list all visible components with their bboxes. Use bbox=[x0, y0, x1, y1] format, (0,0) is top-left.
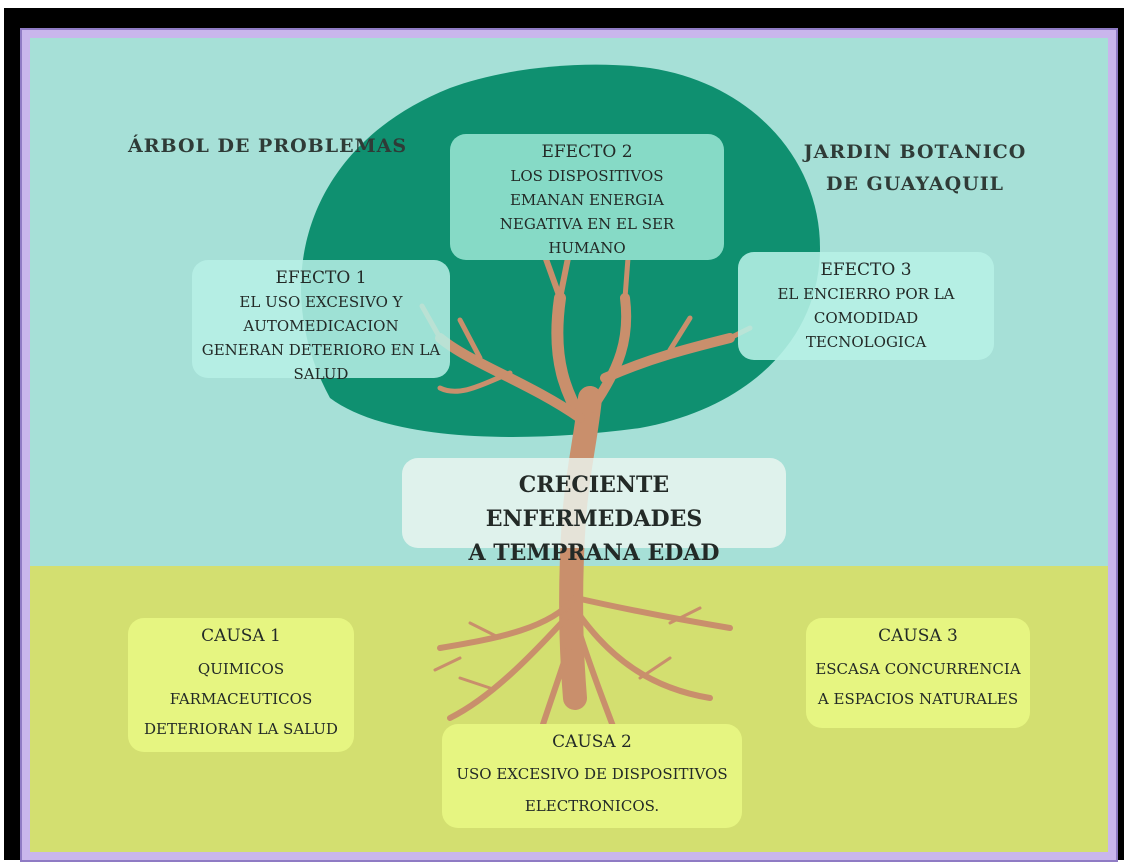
central-problem-text: CRECIENTE ENFERMEDADES A TEMPRANA EDAD bbox=[468, 472, 720, 566]
effect-1-text: EL USO EXCESIVO Y AUTOMEDICACION GENERAN… bbox=[201, 293, 441, 383]
cause-3-box: CAUSA 3 ESCASA CONCURRENCIA A ESPACIOS N… bbox=[806, 618, 1030, 728]
central-problem-box: CRECIENTE ENFERMEDADES A TEMPRANA EDAD bbox=[402, 458, 786, 566]
cause-1-box: CAUSA 1 QUIMICOS FARMACEUTICOS DETERIORA… bbox=[128, 618, 354, 752]
effect-2-box: EFECTO 2 LOS DISPOSITIVOS EMANAN ENERGIA… bbox=[450, 134, 724, 260]
diagram-title: ÁRBOL DE PROBLEMAS bbox=[128, 135, 408, 157]
effect-3-box: EFECTO 3 EL ENCIERRO POR LA COMODIDAD TE… bbox=[738, 252, 994, 360]
effect-2-text: LOS DISPOSITIVOS EMANAN ENERGIA NEGATIVA… bbox=[499, 167, 675, 257]
outer-frame: ÁRBOL DE PROBLEMAS JARDIN BOTANICO DE GU… bbox=[4, 8, 1124, 860]
cause-1-text: QUIMICOS FARMACEUTICOS DETERIORAN LA SAL… bbox=[144, 660, 338, 738]
effect-1-box: EFECTO 1 EL USO EXCESIVO Y AUTOMEDICACIO… bbox=[192, 260, 450, 383]
tree-trunk-branches bbox=[419, 245, 753, 781]
effect-2-heading: EFECTO 2 bbox=[541, 142, 633, 162]
location-title: JARDIN BOTANICO DE GUAYAQUIL bbox=[803, 141, 1027, 195]
effect-3-text: EL ENCIERRO POR LA COMODIDAD TECNOLOGICA bbox=[777, 285, 955, 351]
cause-2-text: USO EXCESIVO DE DISPOSITIVOS ELECTRONICO… bbox=[456, 765, 728, 815]
effect-1-heading: EFECTO 1 bbox=[275, 268, 367, 288]
cause-2-heading: CAUSA 2 bbox=[552, 732, 632, 752]
cause-3-text: ESCASA CONCURRENCIA A ESPACIOS NATURALES bbox=[815, 660, 1021, 708]
effect-3-heading: EFECTO 3 bbox=[820, 260, 912, 280]
cause-1-heading: CAUSA 1 bbox=[201, 626, 281, 646]
poster: ÁRBOL DE PROBLEMAS JARDIN BOTANICO DE GU… bbox=[22, 30, 1116, 860]
cause-3-heading: CAUSA 3 bbox=[878, 626, 958, 646]
cause-2-box: CAUSA 2 USO EXCESIVO DE DISPOSITIVOS ELE… bbox=[442, 724, 742, 828]
